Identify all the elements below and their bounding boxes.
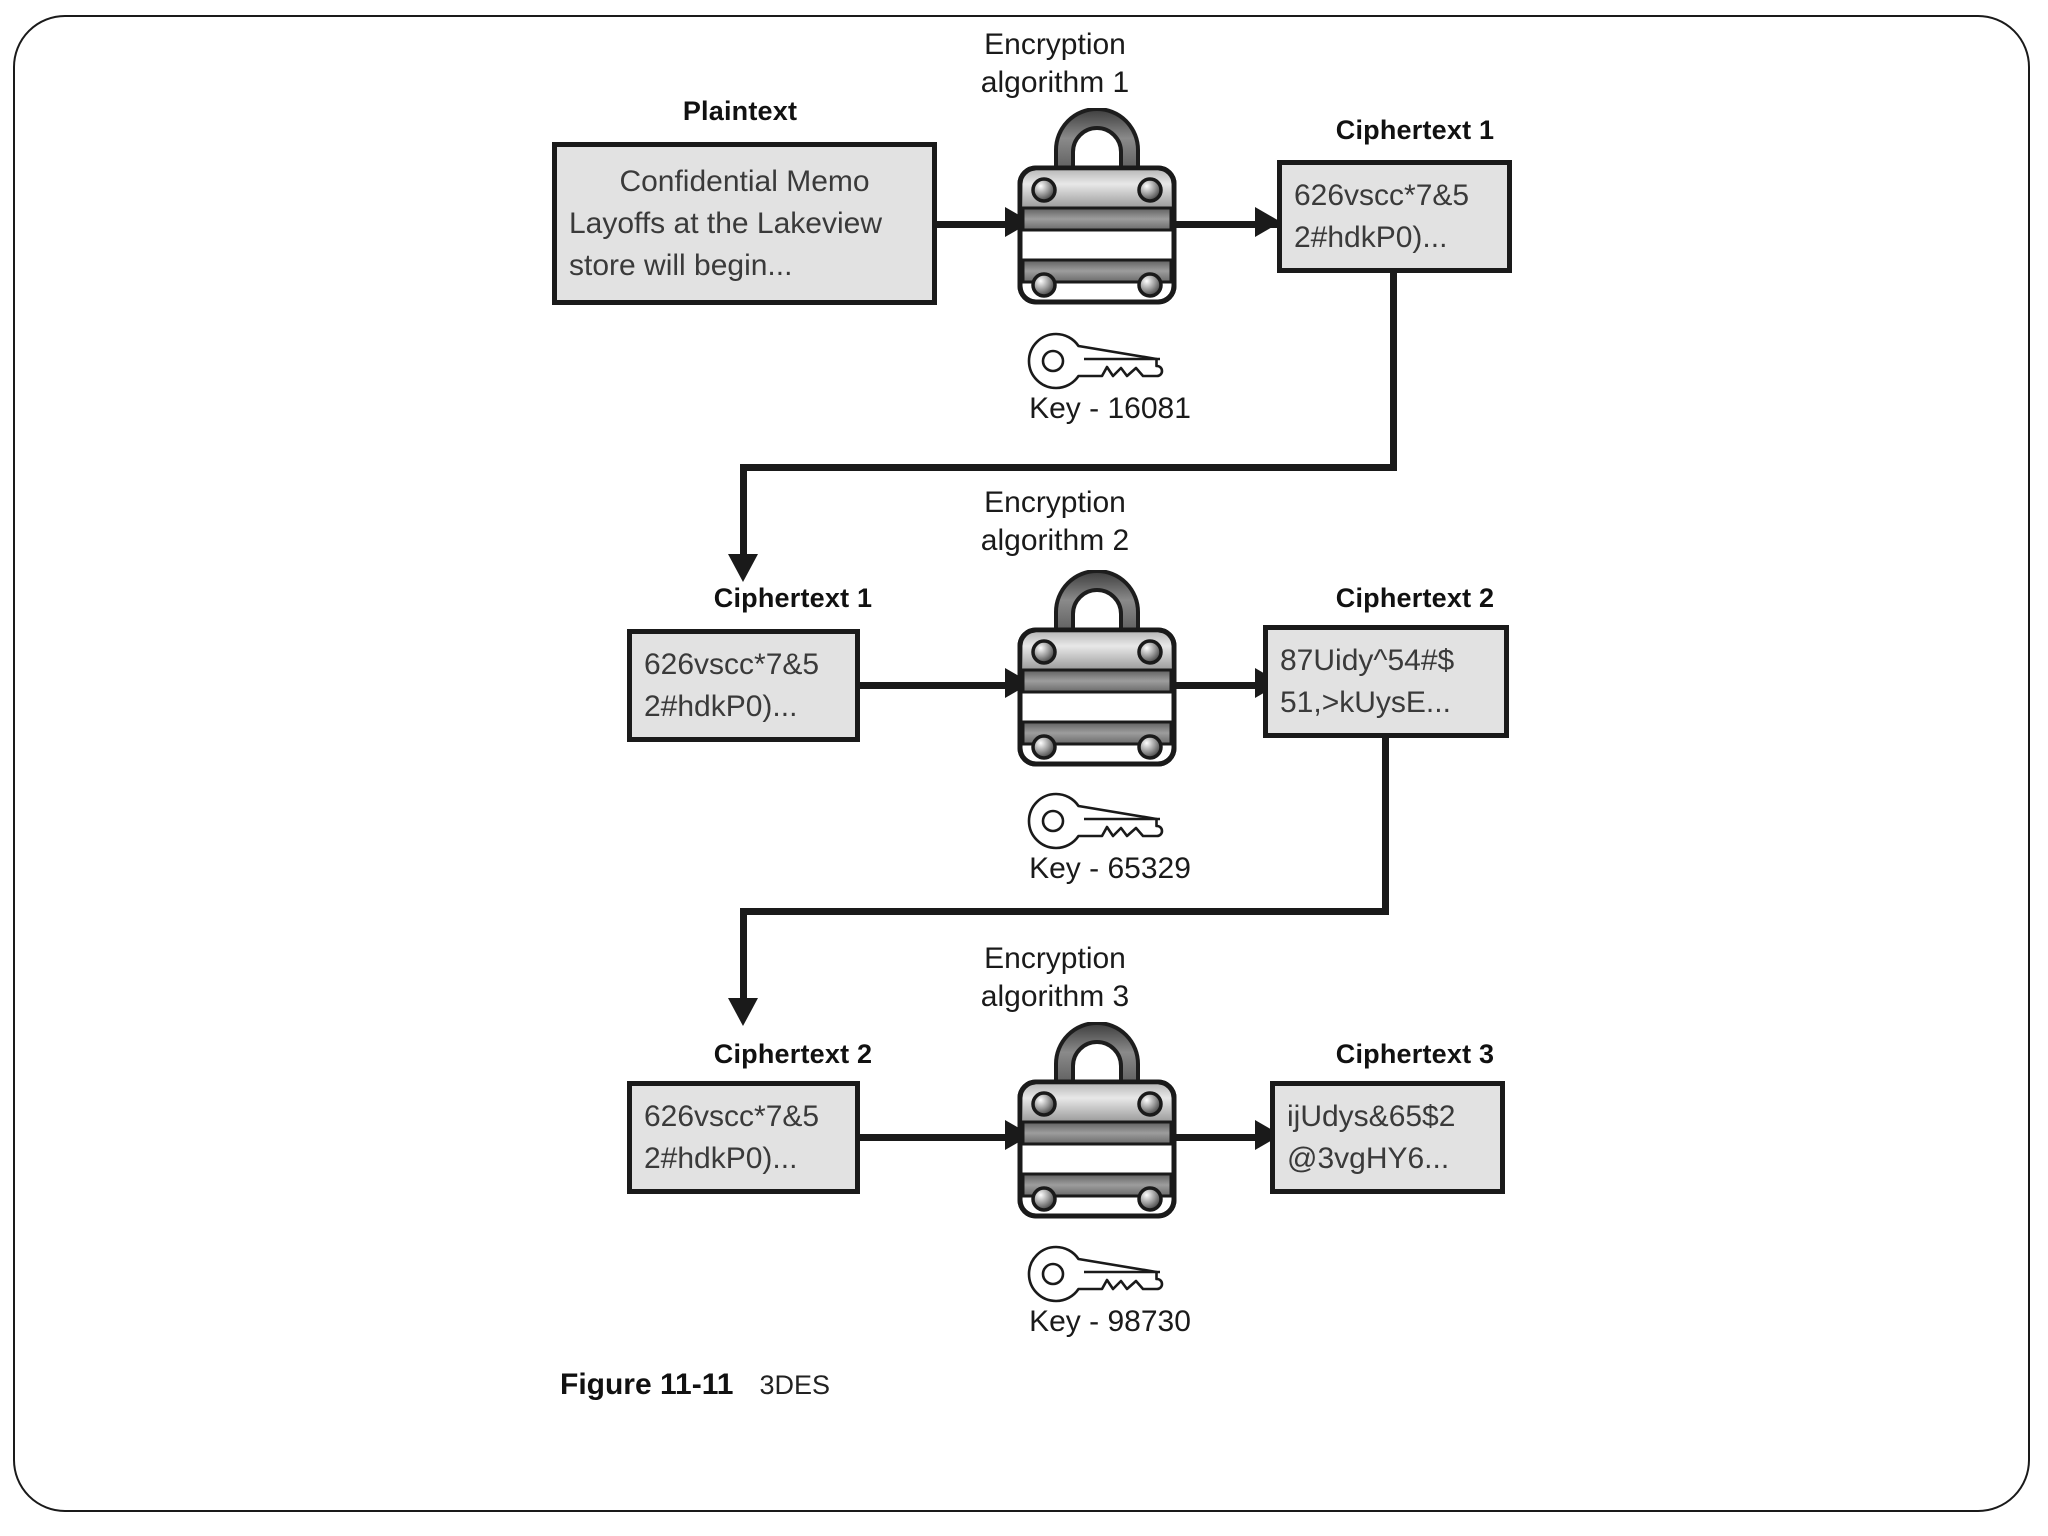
figure-caption: Figure 11-11 3DES	[560, 1368, 830, 1402]
key-label-2: Key - 65329	[1029, 852, 1191, 885]
ciphertext2-box-row3: 626vscc*7&5 2#hdkP0)...	[627, 1081, 860, 1194]
padlock-icon-2	[1012, 570, 1182, 770]
algorithm3-label-line1: Encryption	[984, 942, 1126, 975]
arrow-line-ciphertext1-to-algorithm2	[860, 682, 1022, 689]
padlock-icon-3	[1012, 1022, 1182, 1222]
ciphertext1-line-2: 2#hdkP0)...	[1294, 220, 1448, 254]
algorithm1-label-line2: algorithm 1	[980, 66, 1130, 100]
algorithm2-label-line2: algorithm 2	[980, 524, 1130, 558]
arrow-line-plaintext-to-algorithm1	[937, 221, 1022, 228]
connector2-arrow-head	[728, 998, 758, 1026]
ciphertext1-row2-line-2: 2#hdkP0)...	[644, 689, 798, 723]
plaintext-line-2: Layoffs at the Lakeview	[569, 206, 882, 240]
ciphertext2-row3-line-1: 626vscc*7&5	[644, 1099, 820, 1133]
ciphertext3-box: ijUdys&65$2 @3vgHY6...	[1270, 1081, 1505, 1194]
ciphertext2-title-row2: Ciphertext 2	[1335, 583, 1495, 613]
plaintext-line-3: store will begin...	[569, 248, 793, 282]
figure-number: Figure 11-11	[560, 1368, 734, 1401]
ciphertext3-line-1: ijUdys&65$2	[1287, 1099, 1456, 1133]
connector2-vertical-left	[740, 908, 747, 1008]
ciphertext1-box-row1: 626vscc*7&5 2#hdkP0)...	[1277, 160, 1512, 273]
algorithm2-label-line1: Encryption	[984, 486, 1126, 519]
algorithm3-label: Encryption algorithm 3	[910, 940, 1200, 1017]
key-icon-3	[1020, 1243, 1195, 1305]
figure-caption-text: 3DES	[759, 1370, 830, 1400]
ciphertext1-row2-line-1: 626vscc*7&5	[644, 647, 820, 681]
ciphertext2-box-row2: 87Uidy^54#$ 51,>kUysE...	[1263, 625, 1509, 738]
ciphertext2-row3-line-2: 2#hdkP0)...	[644, 1141, 798, 1175]
padlock-icon-1	[1012, 108, 1182, 308]
connector2-horizontal	[740, 908, 1389, 915]
ciphertext2-title-row3: Ciphertext 2	[713, 1039, 873, 1069]
plaintext-box: Confidential Memo Layoffs at the Lakevie…	[552, 142, 937, 305]
key-label-1: Key - 16081	[1029, 392, 1191, 425]
algorithm1-label: Encryption algorithm 1	[910, 26, 1200, 103]
ciphertext3-title: Ciphertext 3	[1335, 1039, 1495, 1069]
ciphertext2-line-1: 87Uidy^54#$	[1280, 643, 1455, 677]
connector1-vertical-right	[1390, 270, 1397, 467]
arrow-line-algorithm2-to-ciphertext2	[1172, 682, 1277, 689]
page-border	[13, 15, 2030, 1512]
ciphertext1-title-row1: Ciphertext 1	[1335, 115, 1495, 145]
ciphertext1-line-1: 626vscc*7&5	[1294, 178, 1470, 212]
algorithm3-label-line2: algorithm 3	[980, 980, 1130, 1014]
key-icon-2	[1020, 790, 1195, 852]
plaintext-title: Plaintext	[682, 96, 798, 126]
connector1-horizontal	[740, 464, 1397, 471]
algorithm1-label-line1: Encryption	[984, 28, 1126, 61]
connector1-arrow-head	[728, 554, 758, 582]
arrow-line-algorithm1-to-ciphertext1	[1172, 221, 1277, 228]
key-label-3: Key - 98730	[1029, 1305, 1191, 1338]
arrow-head-algorithm1-to-ciphertext1	[1255, 207, 1281, 237]
arrow-line-algorithm3-to-ciphertext3	[1172, 1134, 1277, 1141]
connector2-vertical-right	[1382, 736, 1389, 913]
ciphertext1-box-row2: 626vscc*7&5 2#hdkP0)...	[627, 629, 860, 742]
algorithm2-label: Encryption algorithm 2	[910, 484, 1200, 561]
connector1-vertical-left	[740, 464, 747, 564]
ciphertext3-line-2: @3vgHY6...	[1287, 1141, 1450, 1175]
ciphertext1-title-row2: Ciphertext 1	[713, 583, 873, 613]
ciphertext2-line-2: 51,>kUysE...	[1280, 685, 1451, 719]
arrow-line-ciphertext2-to-algorithm3	[860, 1134, 1022, 1141]
key-icon-1	[1020, 330, 1195, 392]
plaintext-line-1: Confidential Memo	[619, 164, 870, 198]
